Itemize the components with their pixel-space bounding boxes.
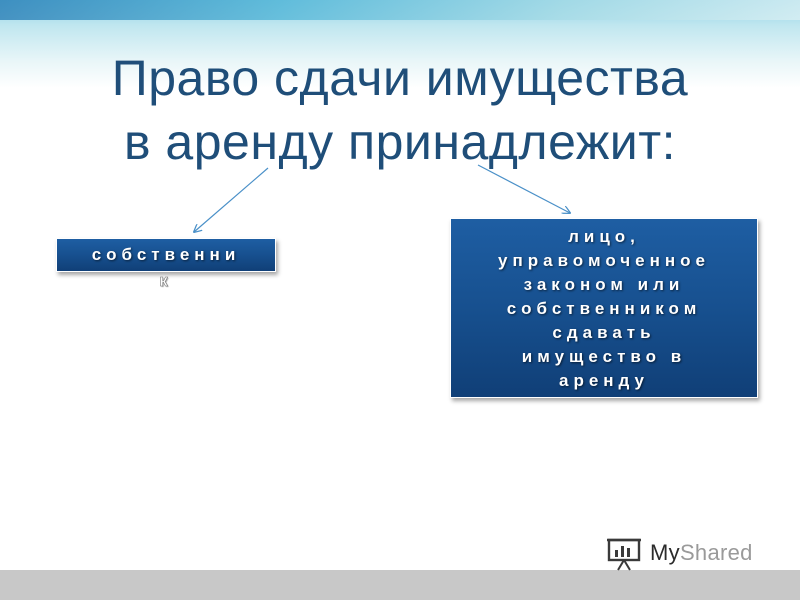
title-line-2: в аренду принадлежит:: [123, 114, 677, 170]
owner-box: собственни к: [56, 238, 276, 290]
slide-title: Право сдачи имущества в аренду принадлеж…: [0, 46, 800, 174]
authorized-person-box: лицо, управомоченное законом или собстве…: [450, 218, 758, 398]
footer-bar: [0, 570, 800, 600]
logo-text-shared: Shared: [679, 540, 753, 565]
owner-box-text: собственни: [91, 245, 241, 264]
arrow-to-owner: [194, 167, 269, 232]
logo-text: MyShared: [650, 540, 753, 566]
authorized-line-6: имущество в: [521, 347, 687, 366]
logo-text-my: My: [650, 540, 680, 565]
owner-box-overflow-text: к: [159, 271, 173, 291]
header-band: [0, 0, 800, 88]
authorized-line-1: лицо,: [568, 227, 640, 246]
authorized-line-5: сдавать: [552, 323, 656, 342]
presentation-board-icon: [607, 538, 641, 571]
myshared-logo: MyShared: [606, 536, 776, 572]
authorized-line-7: аренду: [558, 371, 649, 390]
title-line-1: Право сдачи имущества: [111, 50, 689, 106]
authorized-line-4: собственником: [506, 299, 702, 318]
authorized-line-3: законом или: [523, 275, 685, 294]
authorized-line-2: управомоченное: [498, 251, 710, 270]
